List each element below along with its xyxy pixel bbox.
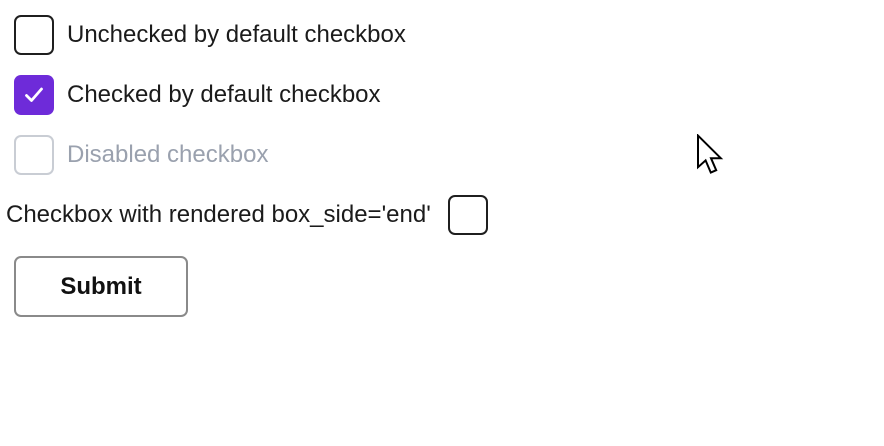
checkbox-box-side-end[interactable] xyxy=(447,195,488,235)
checkbox-disabled-label: Disabled checkbox xyxy=(67,141,269,168)
checkbox-checked-label: Checked by default checkbox xyxy=(67,81,381,108)
checkbox-unchecked[interactable] xyxy=(14,15,54,55)
checkbox-box-side-end-label: Checkbox with rendered box_side='end' xyxy=(6,201,431,228)
checkbox-row-disabled: Disabled checkbox xyxy=(14,135,268,175)
mouse-cursor-icon xyxy=(697,134,724,174)
checkmark-icon xyxy=(25,87,43,102)
submit-button[interactable]: Submit xyxy=(14,256,188,317)
checkbox-unchecked-label: Unchecked by default checkbox xyxy=(67,21,406,48)
checkbox-row-box-side-end[interactable]: Checkbox with rendered box_side='end' xyxy=(6,195,488,235)
checkbox-checked[interactable] xyxy=(14,75,54,115)
checkbox-disabled xyxy=(14,135,54,175)
checkbox-row-unchecked[interactable]: Unchecked by default checkbox xyxy=(14,15,406,55)
checkbox-row-checked[interactable]: Checked by default checkbox xyxy=(14,75,381,115)
